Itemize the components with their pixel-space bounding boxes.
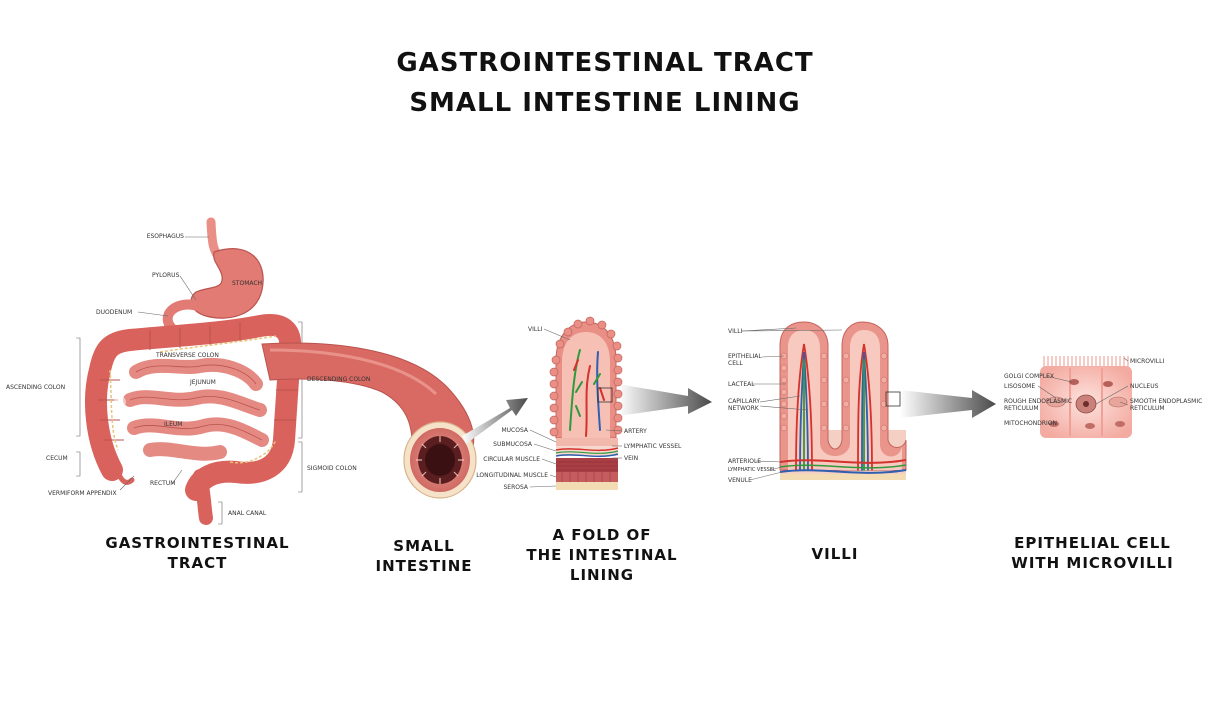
main-title-line-2: SMALL INTESTINE LINING [409, 88, 801, 118]
label-rectum: RECTUM [150, 480, 176, 487]
label-pylorus: PYLORUS [152, 272, 180, 279]
label-circular-muscle: CIRCULAR MUSCLE [483, 456, 540, 463]
caption-small-intestine: SMALL INTESTINE [360, 536, 488, 576]
epithelial-cells-illustration [1040, 356, 1132, 438]
caption-epithelial-cell: EPITHELIAL CELL WITH MICROVILLI [995, 533, 1190, 573]
label-cecum: CECUM [46, 455, 68, 462]
label-capillary-network-line-1: CAPILLARY [728, 398, 761, 405]
label-jejunum: JEJUNUM [190, 379, 216, 386]
caption-gi-tract: GASTROINTESTINAL TRACT [90, 533, 305, 573]
caption-gi-line-2: TRACT [167, 554, 228, 572]
label-villi-lymphatic-vessel: LYMPHATIC VESSEL [728, 467, 776, 473]
caption-small-line-1: SMALL [393, 537, 455, 555]
arrow-3 [900, 390, 996, 418]
label-epithelial-cell-line-2: CELL [728, 360, 743, 367]
caption-fold: A FOLD OF THE INTESTINAL LINING [512, 525, 692, 585]
cell-leader-lines [1037, 357, 1129, 425]
label-vermiform-appendix: VERMIFORM APPENDIX [48, 490, 117, 497]
caption-fold-line-2: THE INTESTINAL [526, 546, 678, 564]
label-venule: VENULE [728, 477, 752, 484]
label-epithelial-cell-line-1: EPITHELIAL [728, 353, 762, 360]
label-golgi-complex: GOLGI COMPLEX [1004, 373, 1054, 380]
caption-fold-line-3: LINING [569, 566, 635, 584]
caption-cell-line-1: EPITHELIAL CELL [1014, 534, 1171, 552]
label-rough-er: ROUGH ENDOPLASMIC RETICULUM [1004, 398, 1072, 412]
label-stomach: STOMACH [232, 280, 263, 287]
label-microvilli: MICROVILLI [1130, 358, 1165, 365]
label-capillary-network: CAPILLARY NETWORK [728, 398, 760, 412]
arrow-1 [462, 398, 528, 444]
fold-illustration [549, 316, 623, 490]
label-longitudinal-muscle: LONGITUDINAL MUSCLE [476, 472, 548, 479]
label-rough-er-line-1: ROUGH ENDOPLASMIC [1004, 398, 1073, 405]
label-ascending-colon: ASCENDING COLON [6, 384, 66, 391]
label-ileum: ILEUM [164, 421, 183, 428]
colon-shape [85, 314, 302, 501]
label-mucosa: MUCOSA [501, 427, 528, 434]
gi-tract-illustration [85, 217, 302, 525]
rectum-shape [193, 469, 213, 525]
label-nucleus: NUCLEUS [1130, 383, 1159, 390]
label-arteriole: ARTERIOLE [728, 458, 762, 465]
appendix-shape [115, 467, 135, 485]
caption-gi-line-1: GASTROINTESTINAL [105, 534, 290, 552]
label-smooth-er-line-1: SMOOTH ENDOPLASMIC [1130, 398, 1203, 405]
label-smooth-er-line-2: RETICULUM [1130, 405, 1165, 412]
label-mitochondrion: MITOCHONDRION [1004, 420, 1058, 427]
label-smooth-er: SMOOTH ENDOPLASMIC RETICULUM [1130, 398, 1202, 412]
caption-cell-line-2: WITH MICROVILLI [1011, 554, 1174, 572]
label-fold-villi: VILLI [528, 326, 543, 333]
villi-illustration [779, 321, 907, 480]
label-anal-canal: ANAL CANAL [228, 510, 267, 517]
label-capillary-network-line-2: NETWORK [728, 405, 759, 412]
label-rough-er-line-2: RETICULUM [1004, 405, 1039, 412]
main-title-line-1: GASTROINTESTINAL TRACT [396, 48, 814, 78]
caption-villi-line-1: VILLI [811, 545, 859, 563]
caption-villi: VILLI [790, 544, 880, 564]
label-sigmoid-colon: SIGMOID COLON [307, 465, 357, 472]
label-esophagus: ESOPHAGUS [146, 233, 184, 240]
label-duodenum: DUODENUM [96, 309, 133, 316]
small-intestine-tube [261, 342, 477, 499]
villi-leader-lines [741, 327, 843, 481]
label-descending-colon: DESCENDING COLON [307, 376, 371, 383]
gi-vessel-line [109, 335, 277, 464]
label-lisosome: LISOSOME [1004, 383, 1036, 390]
label-transverse-colon: TRANSVERSE COLON [156, 352, 219, 359]
label-serosa: SEROSA [503, 484, 528, 491]
caption-fold-line-1: A FOLD OF [552, 526, 652, 544]
caption-small-line-2: INTESTINE [375, 557, 473, 575]
label-lacteal: LACTEAL [728, 381, 755, 388]
label-artery: ARTERY [624, 428, 647, 435]
fold-leader-lines [529, 328, 623, 488]
label-submucosa: SUBMUCOSA [493, 441, 532, 448]
arrow-2 [618, 384, 712, 416]
label-fold-lymphatic-vessel: LYMPHATIC VESSEL [624, 443, 682, 450]
label-villi-villi: VILLI [728, 328, 743, 335]
gi-leader-lines [76, 236, 303, 525]
label-vein: VEIN [624, 455, 639, 462]
label-epithelial-cell: EPITHELIAL CELL [728, 353, 762, 367]
